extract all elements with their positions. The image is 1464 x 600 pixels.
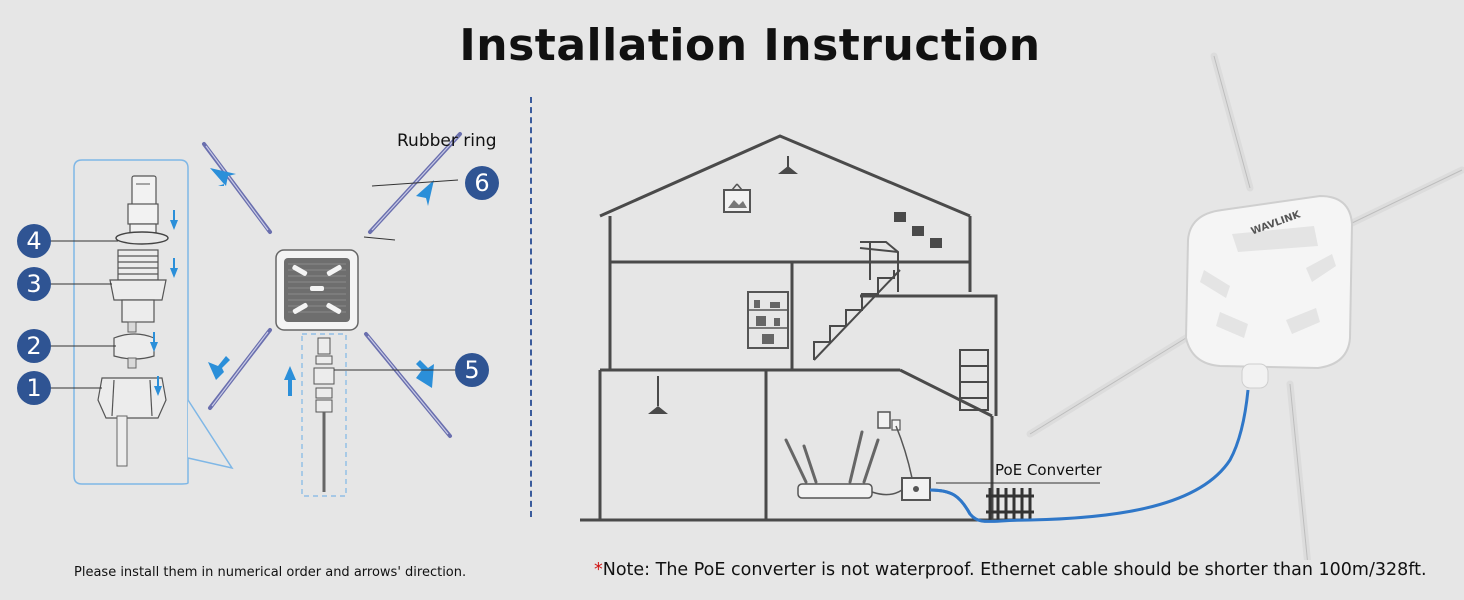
install-instruction-note: Please install them in numerical order a… <box>74 565 467 580</box>
page-title: Installation Instruction <box>459 20 1041 71</box>
poe-converter-label: PoE Converter <box>995 461 1102 479</box>
step-2-badge: 2 <box>17 329 51 363</box>
assembly-illustration <box>50 132 462 497</box>
direction-arrow-icons <box>208 168 434 396</box>
rubber-ring-label: Rubber ring <box>397 131 497 151</box>
step-6-badge: 6 <box>465 166 499 200</box>
house-illustration <box>580 52 1464 560</box>
step-4-badge: 4 <box>17 224 51 258</box>
step-5-badge: 5 <box>455 353 489 387</box>
section-divider <box>530 97 532 517</box>
waterproof-warning-note: *Note: The PoE converter is not waterpro… <box>594 560 1427 580</box>
down-arrow-icons <box>150 210 178 396</box>
step-1-badge: 1 <box>17 371 51 405</box>
warning-asterisk: * <box>594 560 603 580</box>
assembly-diagram: 4 3 2 1 5 6 <box>0 100 525 530</box>
step-3-badge: 3 <box>17 267 51 301</box>
installation-scene: WAVLINK <box>560 20 1464 560</box>
warning-text: Note: The PoE converter is not waterproo… <box>602 560 1427 580</box>
access-point-device <box>1026 52 1464 560</box>
